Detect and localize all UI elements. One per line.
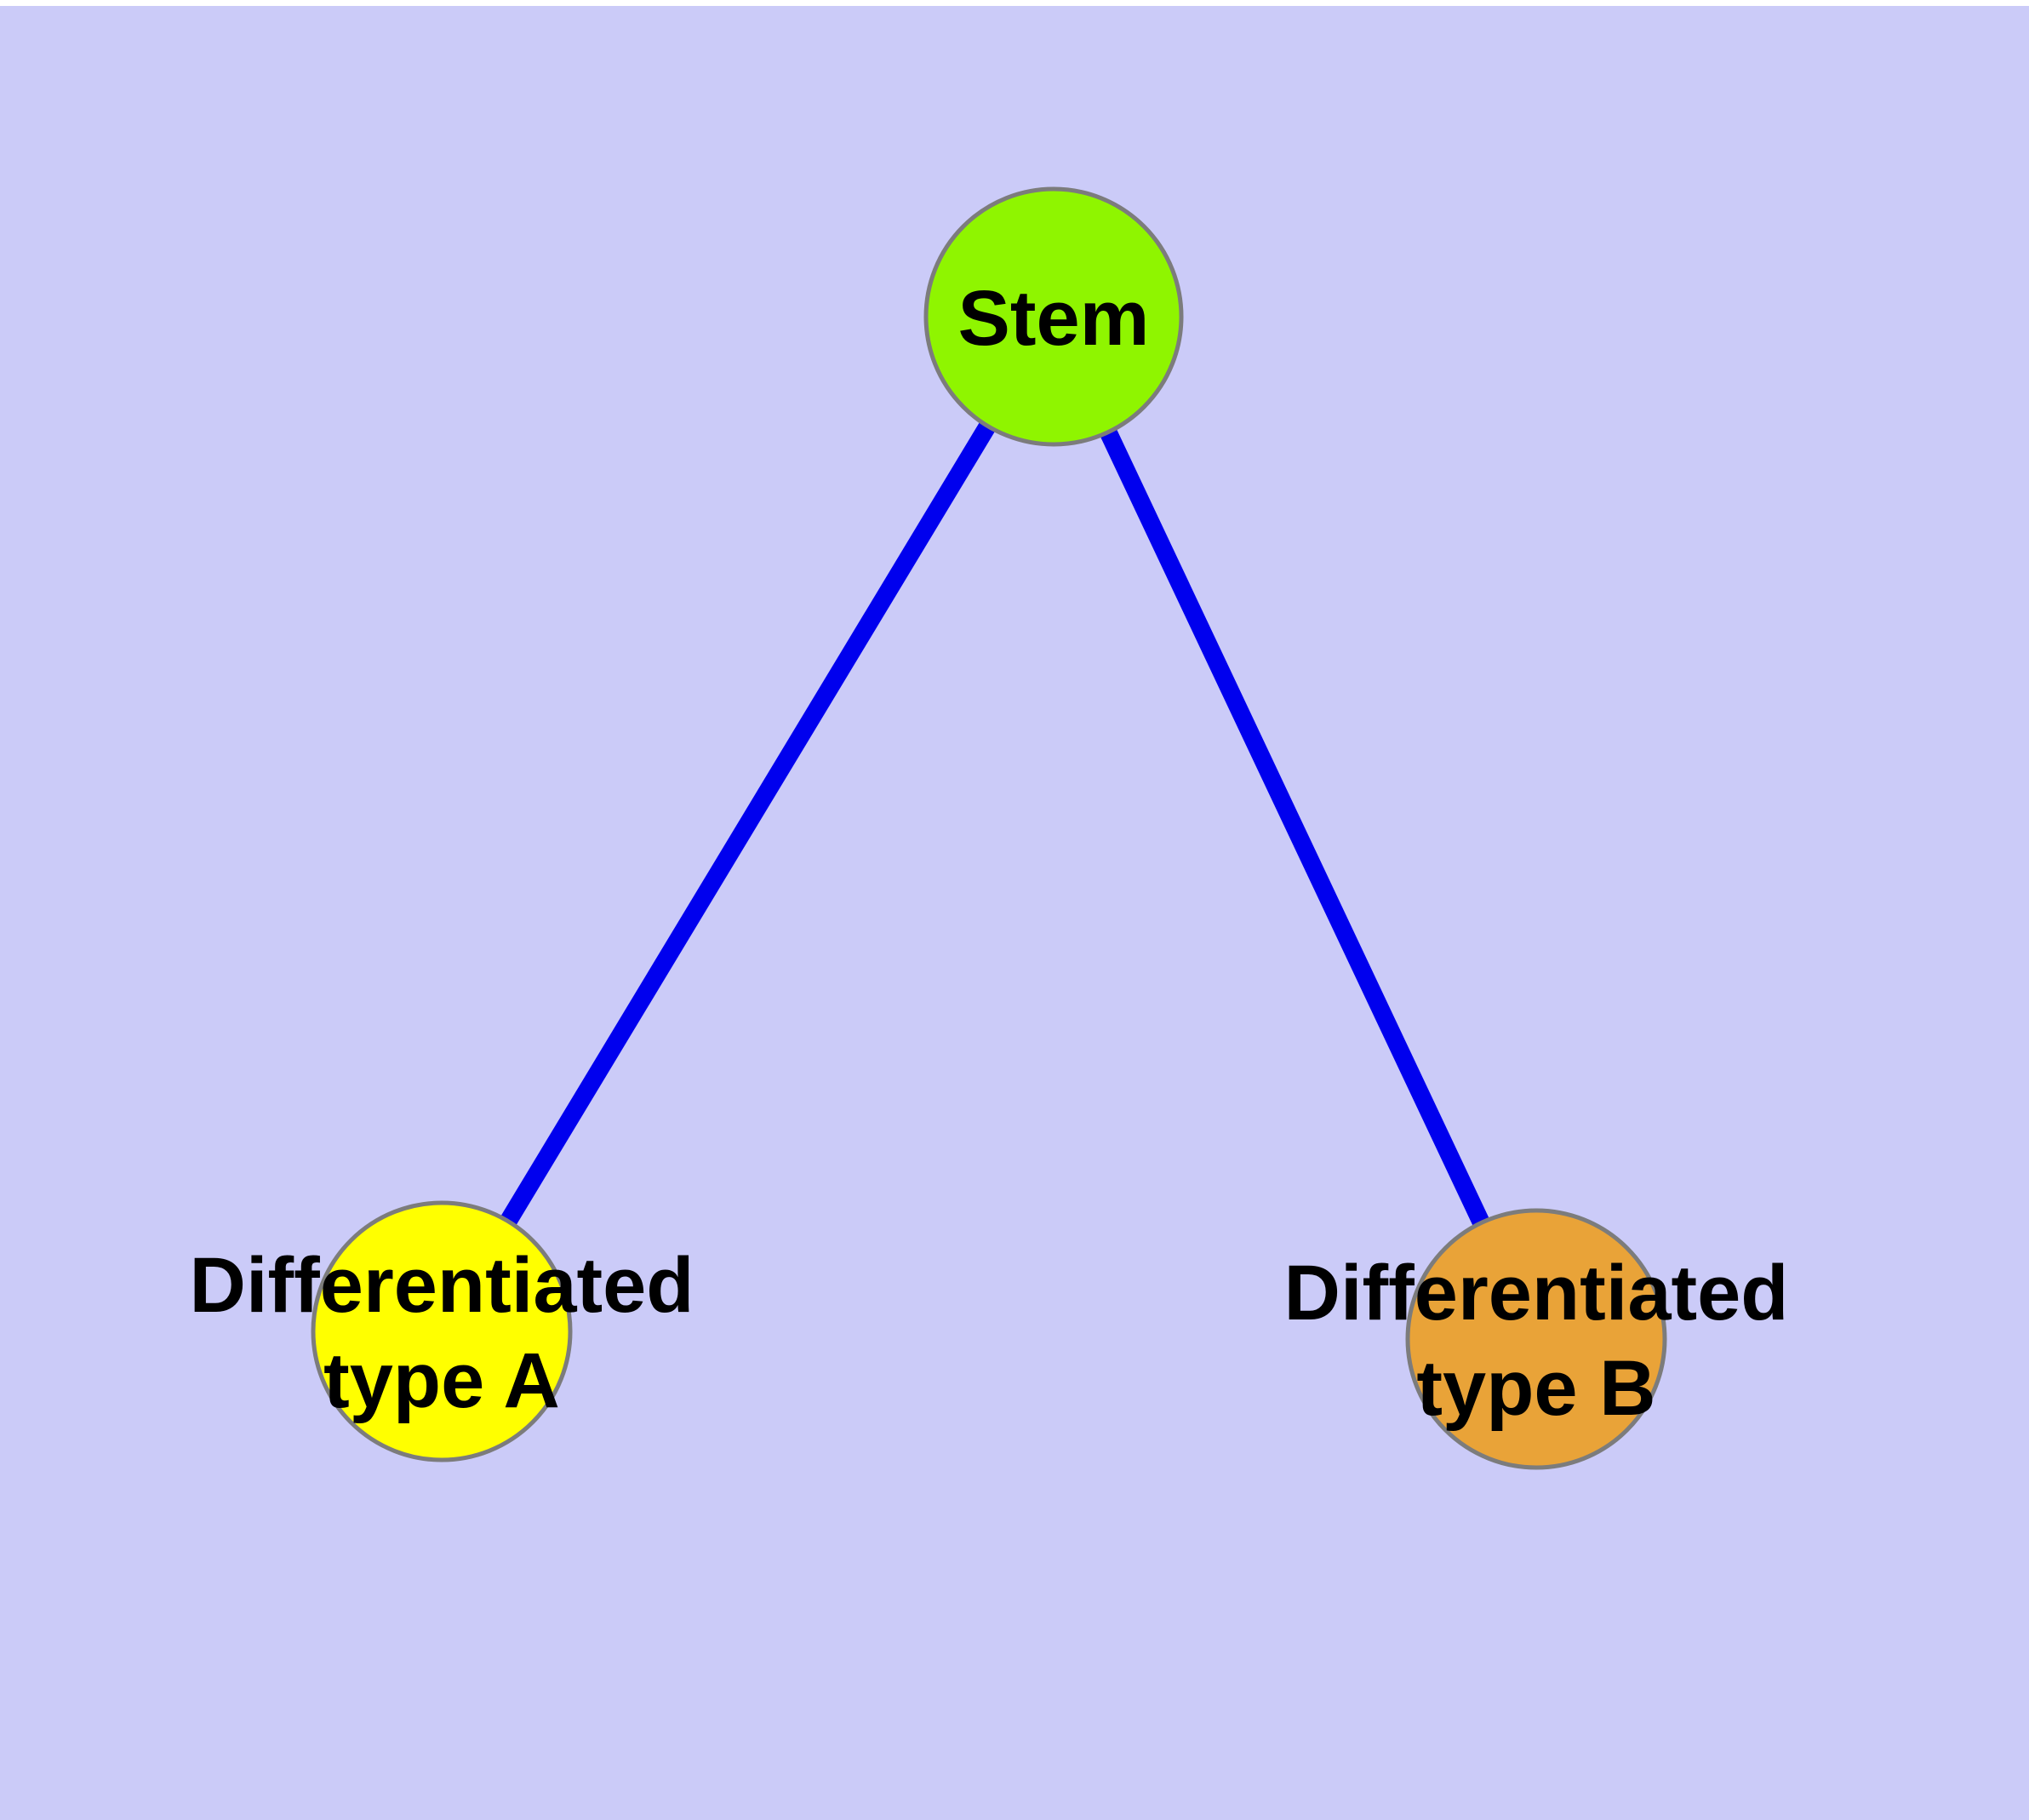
node-differentiated-type-b-circle [1405, 1208, 1667, 1470]
edge-stem-to-differentiated-type-b [1045, 312, 1545, 1343]
node-stem-circle [923, 186, 1184, 447]
node-differentiated-type-a-label-line-1: Differentiated [190, 1242, 694, 1329]
node-differentiated-type-b-label: Differentiated type B [1284, 1250, 1789, 1432]
node-differentiated-type-a-label-line-2: type A [323, 1337, 560, 1424]
node-differentiated-type-a-circle [311, 1200, 573, 1462]
edge-stem-to-differentiated-type-a [434, 312, 1061, 1336]
edges-layer [434, 312, 1545, 1343]
node-stem-label: Stem [958, 275, 1150, 362]
node-differentiated-type-b-label-line-2: type B [1416, 1345, 1655, 1432]
node-differentiated-type-b-label-line-1: Differentiated [1284, 1250, 1789, 1336]
node-stem-label-line-1: Stem [958, 275, 1150, 362]
